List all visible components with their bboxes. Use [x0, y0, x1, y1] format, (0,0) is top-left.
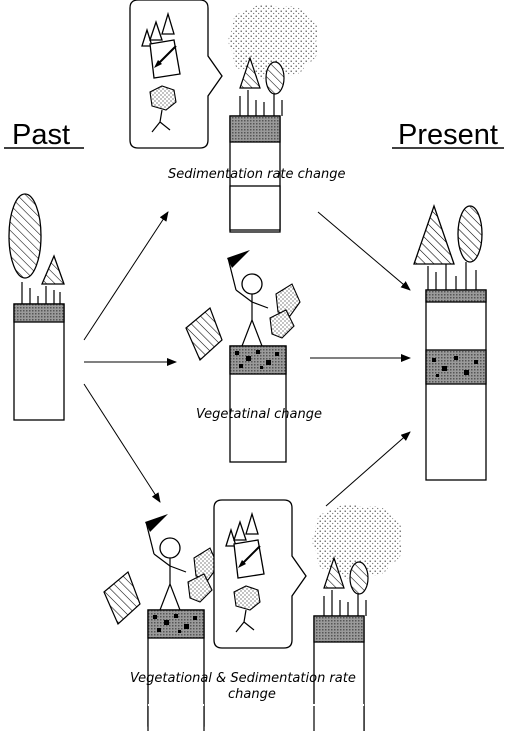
- sedimentation-scene: [129, 0, 319, 233]
- caption-sedimentation: Sedimentation rate change: [168, 167, 346, 182]
- arrow-sedimentation-to-present: [317, 211, 411, 291]
- arrow-past-to-sedimentation: [83, 211, 169, 341]
- arrow-past-to-combined: [83, 383, 161, 503]
- caption-combined-line1: Vegetational & Sedimentation rate: [130, 671, 356, 686]
- sedimentation-core-lower: [229, 185, 281, 231]
- vegetation-scene: [185, 249, 301, 463]
- caption-combined-line2: change: [228, 687, 276, 702]
- combined-core-stubs: [147, 704, 365, 731]
- present-core-scene: [413, 204, 487, 481]
- heading-past: Past: [12, 119, 70, 151]
- caption-vegetational: Vegetatinal change: [196, 407, 322, 422]
- heading-present: Present: [398, 119, 498, 151]
- arrows: [83, 211, 411, 507]
- past-core-scene: [8, 193, 65, 421]
- arrow-combined-to-present: [325, 431, 411, 507]
